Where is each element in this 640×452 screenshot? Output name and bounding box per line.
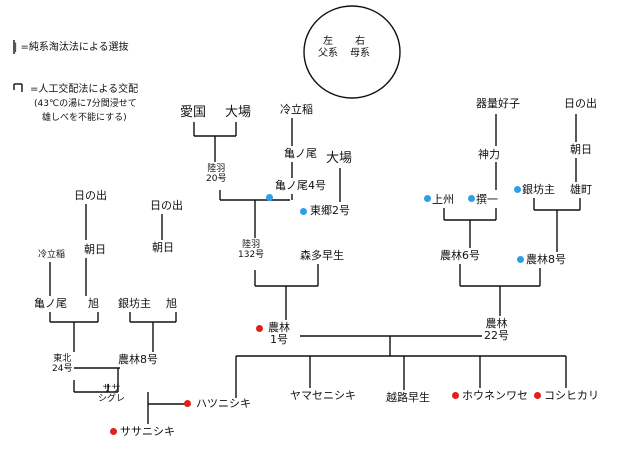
- node-norin-6: 農林6号: [440, 249, 480, 262]
- legend-circle-left: 左 父系: [318, 36, 338, 59]
- blue-dot-tohoku-2: [300, 208, 307, 215]
- node-norin-22: 農林 22号: [484, 317, 509, 342]
- node-koshihikari: コシヒカリ: [544, 389, 599, 402]
- node-sasashigure: ササ シグレ: [98, 384, 126, 404]
- node-shinriki: 神力: [478, 148, 500, 161]
- node-sen-1: 撰一: [476, 193, 498, 206]
- node-yamasenishiki: ヤマセニシキ: [290, 389, 356, 402]
- node-hinode-2: 日の出: [150, 199, 183, 212]
- node-norin-8a: 農林8号: [118, 353, 158, 366]
- red-dot-koshihikari: [534, 392, 541, 399]
- red-dot-sasanishiki: [110, 428, 117, 435]
- node-ginbouzu-1: 銀坊主: [118, 297, 151, 310]
- blue-dot-sen-1: [468, 195, 475, 202]
- red-dot-honenwase: [452, 392, 459, 399]
- node-omachi-1: 旭: [88, 297, 99, 310]
- node-omagari-2: 大場: [326, 151, 353, 166]
- node-rikuu-132: 陸羽 132号: [238, 240, 265, 260]
- legend-cross-sub2: 雄しべを不能にする): [42, 113, 127, 123]
- node-hinode-1: 日の出: [74, 189, 107, 202]
- node-omachi-3: 旭: [166, 297, 177, 310]
- blue-dot-kamenoo-4: [266, 194, 273, 201]
- blue-dot-ginbouzu-2: [514, 186, 521, 193]
- node-hatsunishiki: ハツニシキ: [196, 397, 251, 410]
- red-dot-norin-1: [256, 325, 263, 332]
- node-aikoku: 愛国: [180, 105, 207, 120]
- node-morita: 森多早生: [300, 249, 344, 262]
- node-kamenoo-4: 亀ノ尾4号: [275, 179, 326, 192]
- node-kamenoo-2: 亀ノ尾: [34, 297, 67, 310]
- node-jonan: 上州: [432, 193, 454, 206]
- node-tohoku-2: 東郷2号: [310, 204, 350, 217]
- node-asahi-2: 朝日: [152, 241, 174, 254]
- legend-line-note: | =純系淘汰法による選抜: [14, 42, 129, 53]
- red-dot-hatsunishiki: [184, 400, 191, 407]
- legend-cross-note: =人工交配法による交配: [30, 84, 139, 95]
- node-reisetsu-2: 冷立稲: [38, 250, 66, 260]
- node-rikuu-20: 陸羽 20号: [206, 164, 227, 184]
- node-norin-8b: 農林8号: [526, 253, 566, 266]
- node-tohoku-24: 東北 24号: [52, 354, 73, 374]
- node-asahi-1: 朝日: [84, 243, 106, 256]
- node-ginbouzu-2: 銀坊主: [522, 183, 555, 196]
- legend-circle: [303, 5, 401, 99]
- node-reisetsu-1: 冷立稲: [280, 103, 313, 116]
- node-honenwase: ホウネンワセ: [462, 389, 528, 402]
- node-omachi-2: 雄町: [570, 183, 592, 196]
- node-hinode-3: 日の出: [564, 97, 597, 110]
- legend-circle-right: 右 母系: [350, 36, 370, 59]
- blue-dot-jonan: [424, 195, 431, 202]
- node-koshiji: 越路早生: [386, 391, 430, 404]
- node-sasanishiki: ササニシキ: [120, 425, 175, 438]
- node-kiryou: 器量好子: [476, 97, 520, 110]
- blue-dot-norin-8b: [517, 256, 524, 263]
- node-norin-1: 農林 1号: [268, 321, 290, 346]
- node-kamenoo-1: 亀ノ尾: [284, 147, 317, 160]
- node-asahi-3: 朝日: [570, 143, 592, 156]
- node-omagari-1: 大場: [225, 105, 252, 120]
- legend-cross-sub1: (43℃の湯に7分間浸せて: [34, 99, 137, 109]
